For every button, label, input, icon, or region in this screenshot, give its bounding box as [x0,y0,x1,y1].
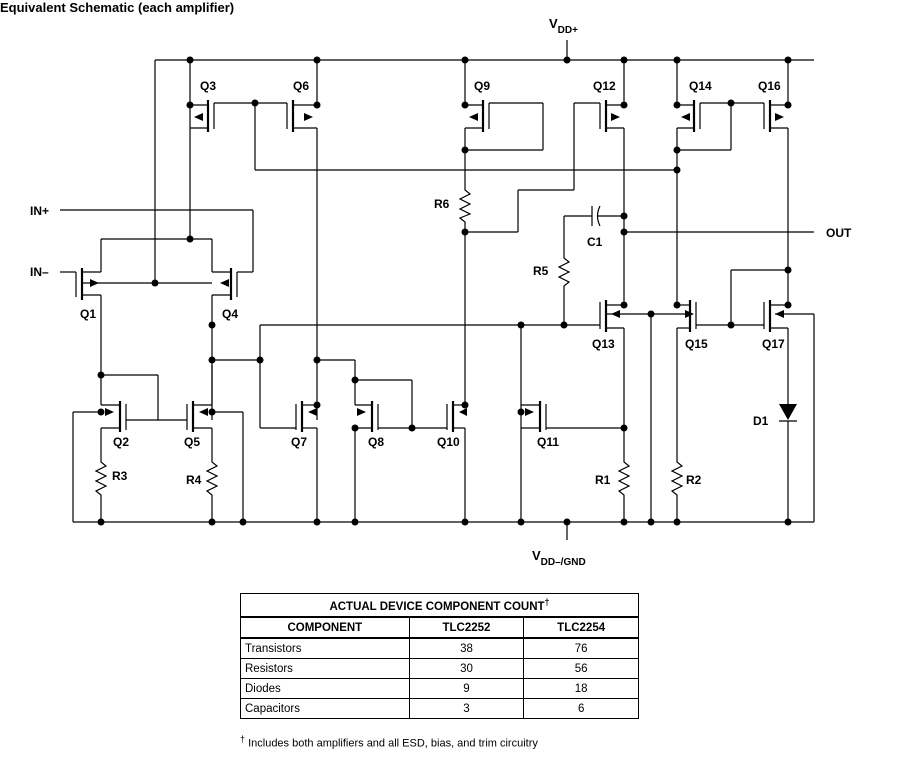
label-q16: Q16 [758,79,781,93]
label-r4: R4 [186,473,202,487]
label-q5: Q5 [184,435,200,449]
label-q8: Q8 [368,435,384,449]
label-q2: Q2 [113,435,129,449]
table-row: Capacitors 3 6 [240,698,639,719]
label-q6: Q6 [293,79,309,93]
label-r3: R3 [112,469,128,483]
schematic-title: Equivalent Schematic (each amplifier) [0,0,234,15]
label-q12: Q12 [593,79,616,93]
table-row: Resistors 30 56 [240,658,639,679]
label-r6: R6 [434,197,450,211]
cell-tlc2254: 56 [523,658,639,679]
column-header-tlc2254: TLC2254 [523,616,639,639]
label-c1: C1 [587,235,603,249]
label-q13: Q13 [592,337,615,351]
cell-component: Resistors [240,658,410,679]
cell-tlc2252: 38 [408,637,525,659]
label-q10: Q10 [437,435,460,449]
label-q15: Q15 [685,337,708,351]
cell-tlc2254: 6 [523,698,639,719]
label-q1: Q1 [80,307,96,321]
cell-tlc2254: 18 [523,678,639,699]
label-q11: Q11 [537,435,559,449]
equivalent-schematic: Equivalent Schematic (each amplifier) [0,0,852,568]
diode-d1-symbol [779,404,797,420]
cell-component: Diodes [240,678,410,699]
component-count-table: ACTUAL DEVICE COMPONENT COUNT† COMPONENT… [240,593,639,719]
column-header-tlc2252: TLC2252 [408,616,525,639]
vdd-neg-label: VDD–/GND [532,548,586,568]
label-q3: Q3 [200,79,216,93]
cell-component: Transistors [240,637,410,659]
label-r5: R5 [533,264,549,278]
cell-component: Capacitors [240,698,410,719]
in-pos-label: IN+ [30,204,49,218]
label-r2: R2 [686,473,702,487]
in-neg-label: IN– [30,265,49,279]
label-d1: D1 [753,414,769,428]
table-row: Diodes 9 18 [240,678,639,699]
label-q17: Q17 [762,337,785,351]
cell-tlc2252: 3 [408,698,525,719]
junction-dots [97,56,792,526]
label-q14: Q14 [689,79,712,93]
cell-tlc2252: 9 [408,678,525,699]
out-label: OUT [826,226,852,240]
label-q9: Q9 [474,79,490,93]
table-row: Transistors 38 76 [240,637,639,659]
table-title: ACTUAL DEVICE COMPONENT COUNT† [240,593,639,618]
column-header-component: COMPONENT [240,616,410,639]
cell-tlc2252: 30 [408,658,525,679]
label-q7: Q7 [291,435,307,449]
vdd-pos-label: VDD+ [549,16,578,36]
cell-tlc2254: 76 [523,637,639,659]
label-r1: R1 [595,473,611,487]
table-footnote: † Includes both amplifiers and all ESD, … [240,734,538,750]
label-q4: Q4 [222,307,238,321]
